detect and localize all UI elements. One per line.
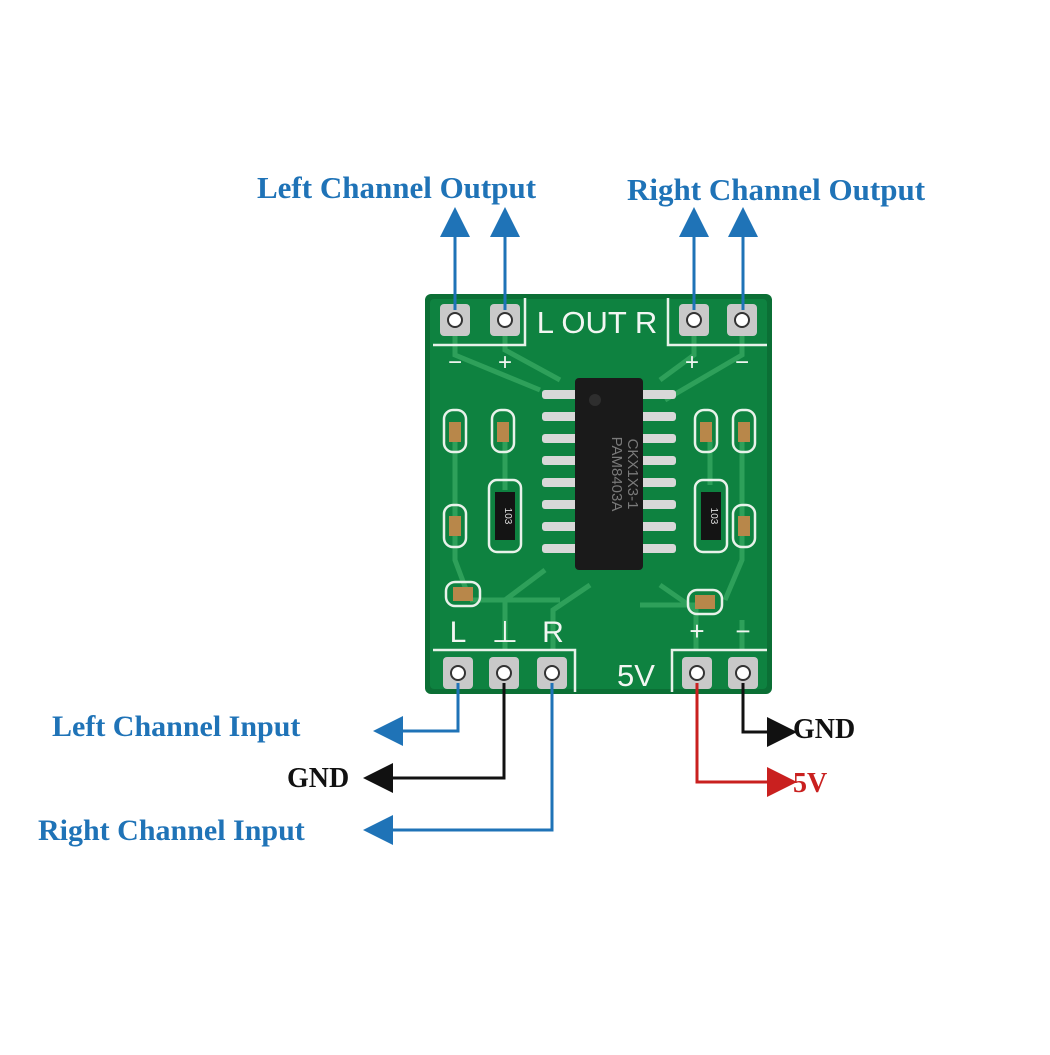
pcb-board: PAM8403A CKX1X3-1 <box>425 294 772 694</box>
left-input-wire <box>373 683 460 746</box>
smd-resistors <box>487 478 729 554</box>
label-gnd-input: GND <box>287 763 350 794</box>
label-right-channel-input: Right Channel Input <box>38 814 305 847</box>
silk-5v: 5V <box>617 658 655 693</box>
silk-l-out-r: L OUT R <box>537 305 658 340</box>
5v-power-wire <box>695 683 797 797</box>
label-right-channel-output: Right Channel Output <box>627 172 926 207</box>
silk-out-right-plus: + <box>685 349 699 376</box>
silkscreen-text: L OUT R − + + − L ⊥ R + − 5V <box>448 305 751 693</box>
label-left-channel-input: Left Channel Input <box>52 710 301 743</box>
resistor-left-code: 103 <box>502 508 513 525</box>
silk-in-l: L <box>450 616 467 649</box>
silk-out-right-minus: − <box>735 349 749 376</box>
right-input-wire <box>363 683 554 845</box>
silkscreen-lines <box>433 298 767 692</box>
amplifier-chip <box>575 378 643 570</box>
silk-out-left-minus: − <box>448 349 462 376</box>
silk-power-minus: − <box>735 616 750 646</box>
chip-pins <box>542 390 676 553</box>
input-power-pads <box>443 657 758 689</box>
silk-in-gnd: ⊥ <box>492 616 518 649</box>
label-gnd-power: GND <box>793 714 856 745</box>
label-5v-power: 5V <box>793 768 828 799</box>
chip-pin1-dot <box>589 394 601 406</box>
silk-out-left-plus: + <box>498 349 512 376</box>
gnd-power-wire <box>741 683 797 747</box>
chip-marking-2: CKX1X3-1 <box>624 439 641 510</box>
label-left-channel-output: Left Channel Output <box>257 170 537 205</box>
gnd-input-wire <box>363 683 506 793</box>
output-pads <box>440 304 757 336</box>
silk-in-r: R <box>542 616 564 649</box>
chip-marking-1: PAM8403A <box>608 437 625 512</box>
smd-capacitors <box>442 408 757 616</box>
output-wires <box>440 207 758 310</box>
silk-power-plus: + <box>689 616 704 646</box>
resistor-right-code: 103 <box>708 508 719 525</box>
